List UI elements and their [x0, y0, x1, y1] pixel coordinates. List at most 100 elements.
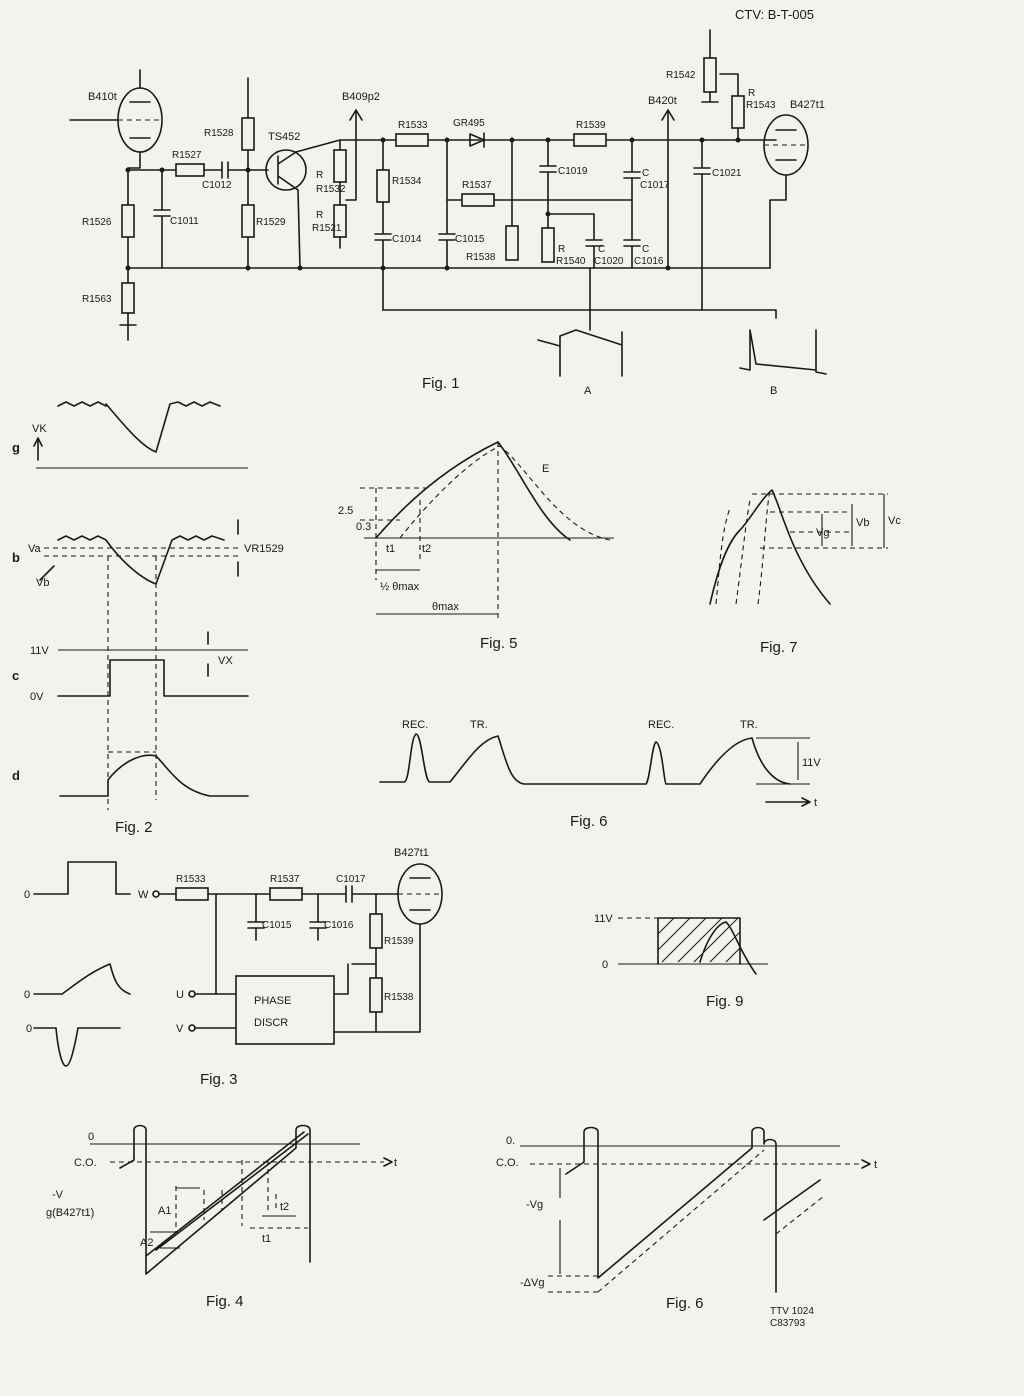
fig1-resistor-r1538	[505, 225, 519, 261]
fig3-ramp	[33, 963, 131, 995]
fig3-input-u: U	[176, 989, 184, 1001]
fig1-r1543-prefix: R	[748, 88, 755, 99]
stamp-code: C83793	[770, 1318, 805, 1329]
fig1-ts452-label: TS452	[268, 131, 300, 143]
fig7-label-vg: Vg	[816, 527, 829, 539]
fig1-capacitor-c1011	[153, 169, 171, 269]
fig1-collector-line	[295, 139, 481, 153]
fig3: 0 0 0 W R1533 R1537 C1017 B427t1 C1015 C…	[24, 847, 443, 1088]
fig1-arrow-b409p2	[349, 109, 363, 121]
fig5-label-qmax: θmax	[432, 601, 459, 613]
fig4-ramps	[145, 1131, 309, 1257]
fig5-dashed-curve	[399, 445, 611, 541]
fig6-top-11v: 11V	[802, 757, 821, 769]
fig6-top-tr-1: TR.	[470, 719, 488, 731]
fig1-caption: Fig. 1	[422, 375, 460, 392]
fig1-resistor-r1528	[241, 117, 255, 151]
fig1-c1020-prefix: C	[598, 244, 605, 255]
fig6-bottom-sawtooth	[565, 1126, 777, 1293]
fig4-time-arrow	[383, 1157, 393, 1167]
fig1-c1019-label: C1019	[558, 166, 588, 177]
fig1-c1017-label: C1017	[640, 180, 670, 191]
fig2-g-curve	[57, 401, 221, 453]
fig7-dimension-lines	[821, 494, 885, 548]
fig1-pot-ground	[701, 91, 719, 103]
stamp-ttv: TTV 1024	[770, 1306, 814, 1317]
fig1-resistor-r1533	[395, 133, 429, 147]
fig5-label-e: E	[542, 463, 549, 475]
fig1-r1534-label: R1534	[392, 176, 422, 187]
fig7-inner-curves	[715, 489, 771, 605]
fig1-waveform-a	[537, 329, 623, 377]
fig3-r1537-label: R1537	[270, 874, 300, 885]
fig3-resistor-r1537	[269, 887, 303, 901]
fig1-c1016-prefix: C	[642, 244, 649, 255]
fig6-bottom-delta-vg: -ΔVg	[520, 1277, 544, 1289]
fig1-waveform-b-label: B	[770, 385, 777, 397]
fig3-b427t1-label: B427t1	[394, 847, 429, 859]
fig6-bottom-zero: 0.	[506, 1135, 515, 1147]
fig9-pulse	[657, 917, 741, 965]
fig6-bottom-ramp-dashed	[775, 1195, 825, 1235]
fig3-negative-pulse	[33, 1027, 121, 1067]
fig4-markers	[150, 1187, 296, 1249]
fig4-guides	[175, 1160, 308, 1232]
fig2-g-arrow	[33, 437, 43, 461]
fig6-bottom-caption: Fig. 6	[666, 1295, 704, 1312]
fig3-pulse	[33, 861, 131, 895]
fig1-resistor-r1542	[703, 57, 717, 93]
fig1-r1543-label: R1543	[746, 100, 776, 111]
fig1-circuit: B410t R1526 R1563 C1011 R1527 C1012 R152…	[69, 29, 827, 397]
fig1-b427t1-electrodes	[775, 129, 797, 161]
fig3-terminal-u	[188, 990, 196, 998]
fig4-zero: 0	[88, 1131, 94, 1143]
fig6-top-rec-1: REC.	[402, 719, 428, 731]
fig3-phase-discriminator	[235, 975, 335, 1045]
fig1-capacitor-c1021	[693, 139, 711, 311]
fig1-gr495-label: GR495	[453, 118, 485, 129]
fig2-row-c: c	[12, 668, 19, 683]
fig7-label-vb: Vb	[856, 517, 869, 529]
fig1-c1014-label: C1014	[392, 234, 422, 245]
fig6-top-11v-dim	[756, 737, 810, 785]
fig1-capacitor-c1015	[438, 139, 456, 269]
fig6-bottom-minus-vg: -Vg	[526, 1199, 543, 1211]
fig6-bottom-time-arrow	[861, 1159, 871, 1169]
fig5: 2.5 0.3 t1 t2 ½ θmax θmax E Fig. 5	[338, 441, 614, 652]
fig3-discr-label: DISCR	[254, 1017, 288, 1029]
fig1-cathode-lead	[127, 151, 141, 341]
fig1-resistor-r1543	[731, 95, 745, 129]
fig3-cathode-return	[375, 923, 421, 1033]
fig1-r1540-label: R1540	[556, 256, 586, 267]
fig2-label-vx: VX	[218, 655, 233, 667]
fig2: g b c d VK Va Vb VR1529 11V 0V VX Fig. 2	[12, 401, 284, 836]
fig4-sawtooth	[119, 1124, 311, 1275]
fig6-top-caption: Fig. 6	[570, 813, 608, 830]
fig1-capacitor-c1019	[539, 139, 557, 229]
fig1-c1016-label: C1016	[634, 256, 664, 267]
fig6-top-tr-2: TR.	[740, 719, 758, 731]
fig6-bottom-ramp-solid	[763, 1179, 821, 1221]
fig1-resistor-r1563	[121, 282, 135, 314]
fig3-c1016-label: C1016	[324, 920, 354, 931]
fig1-r1542-label: R1542	[666, 70, 696, 81]
fig3-c1017-label: C1017	[336, 874, 366, 885]
fig1-c1011-label: C1011	[170, 216, 199, 227]
fig2-label-vr1529: VR1529	[244, 543, 284, 555]
fig3-terminal-v	[188, 1024, 196, 1032]
fig1-resistor-r1527	[175, 163, 205, 177]
fig1-r1537-label: R1537	[462, 180, 492, 191]
fig1-b409p2-lead	[345, 111, 357, 201]
fig5-label-03: 0.3	[356, 521, 371, 533]
fig4-a1: A1	[158, 1205, 171, 1217]
fig1-resistor-r1526	[121, 204, 135, 238]
fig1-waveform-a-label: A	[584, 385, 592, 397]
fig2-label-va: Va	[28, 543, 42, 555]
fig2-label-0v: 0V	[30, 691, 44, 703]
fig2-b-droplines	[107, 556, 157, 810]
fig3-zero-1: 0	[24, 889, 30, 901]
fig5-guides	[360, 442, 499, 620]
fig6-bottom: 0. C.O. t -Vg -ΔVg Fig. 6 TTV 1024 C8379…	[496, 1126, 877, 1329]
